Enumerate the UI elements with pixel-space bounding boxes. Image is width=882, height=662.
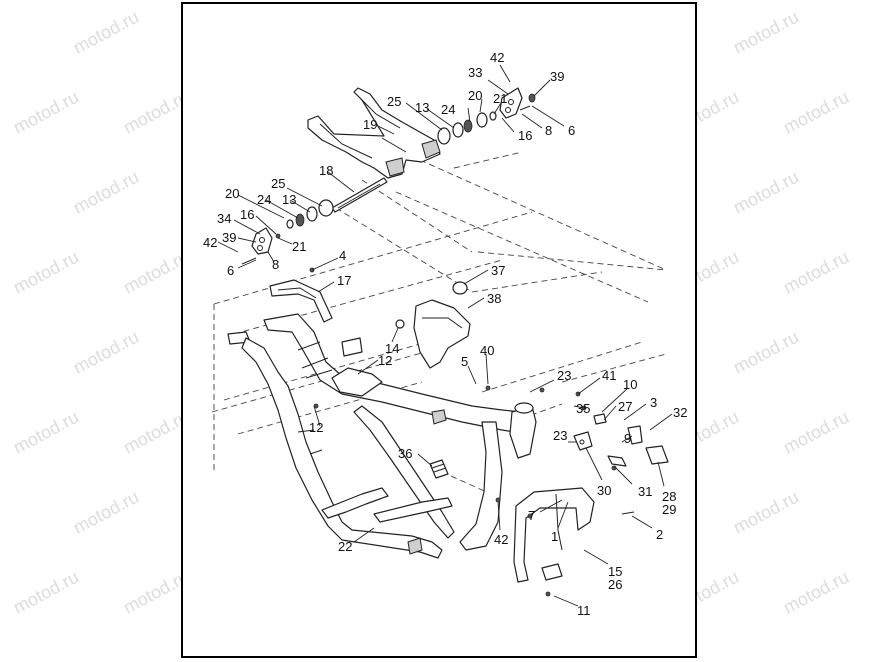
callout-42: 42	[490, 50, 505, 65]
callout-30: 30	[597, 483, 612, 498]
callout-12: 12	[309, 420, 324, 435]
callout-9: 9	[624, 431, 632, 446]
callout-34: 34	[217, 211, 232, 226]
callout-11: 11	[577, 603, 591, 618]
main-frame	[227, 313, 537, 559]
callout-35: 35	[576, 401, 591, 416]
callout-27: 27	[618, 399, 633, 414]
callout-28: 28	[662, 489, 677, 504]
engine-guard	[513, 465, 635, 583]
callout-6: 6	[227, 263, 235, 278]
callout-23: 23	[553, 428, 568, 443]
callout-29: 29	[662, 502, 677, 517]
watermark-text: motod.ru	[780, 566, 853, 618]
watermark-text: motod.ru	[10, 86, 83, 138]
watermark-text: motod.ru	[730, 486, 803, 538]
watermark-text: motod.ru	[780, 246, 853, 298]
callout-7: 7	[528, 508, 536, 523]
callout-42: 42	[203, 235, 218, 250]
callout-15: 15	[608, 564, 623, 579]
callout-3: 3	[650, 395, 658, 410]
pivot-shaft	[331, 177, 388, 213]
callout-39: 39	[550, 69, 565, 84]
right-pivot-bearing-stack	[437, 87, 536, 145]
callout-41: 41	[602, 368, 617, 383]
frame-exploded-view	[211, 64, 673, 607]
watermark-text: motod.ru	[10, 246, 83, 298]
watermark-text: motod.ru	[730, 166, 803, 218]
jiffy-stand-bracket	[573, 413, 669, 467]
callout-20: 20	[225, 186, 240, 201]
watermark-text: motod.ru	[780, 86, 853, 138]
callout-24: 24	[441, 102, 456, 117]
callout-16: 16	[518, 128, 533, 143]
swingarm	[307, 87, 441, 179]
callout-leader-lines	[217, 64, 673, 607]
callout-12: 12	[378, 353, 393, 368]
callout-37: 37	[491, 263, 506, 278]
callout-25: 25	[387, 94, 402, 109]
crossmember-brace	[269, 279, 333, 323]
callout-17: 17	[337, 273, 352, 288]
fasteners	[309, 267, 587, 597]
callout-36: 36	[398, 446, 413, 461]
callout-21: 21	[493, 91, 508, 106]
callout-33: 33	[468, 65, 483, 80]
callout-22: 22	[338, 539, 353, 554]
callout-13: 13	[282, 192, 297, 207]
callout-24: 24	[257, 192, 272, 207]
callout-19: 19	[363, 117, 378, 132]
callout-31: 31	[638, 484, 653, 499]
callout-26: 26	[608, 577, 623, 592]
callout-32: 32	[673, 405, 688, 420]
parts-diagram-sheet: 42 33 39 20 21 25 13 24 19 8 6 16 18 25 …	[181, 2, 697, 658]
watermark-text: motod.ru	[730, 6, 803, 58]
callout-42: 42	[494, 532, 509, 547]
frame-cover	[395, 281, 471, 369]
callout-14: 14	[385, 341, 400, 356]
callout-5: 5	[461, 354, 469, 369]
left-pivot-bearing-stack	[241, 199, 334, 265]
callout-10: 10	[623, 377, 638, 392]
callout-4: 4	[339, 248, 347, 263]
callout-2: 2	[656, 527, 664, 542]
callout-38: 38	[487, 291, 502, 306]
callout-23: 23	[557, 368, 572, 383]
assembly-guide-lines	[211, 151, 667, 499]
watermark-text: motod.ru	[70, 326, 143, 378]
watermark-text: motod.ru	[70, 166, 143, 218]
callout-18: 18	[319, 163, 334, 178]
watermark-text: motod.ru	[10, 566, 83, 618]
callout-13: 13	[415, 100, 430, 115]
callout-39: 39	[222, 230, 237, 245]
callout-8: 8	[545, 123, 553, 138]
callout-16: 16	[240, 207, 255, 222]
watermark-text: motod.ru	[70, 6, 143, 58]
watermark-text: motod.ru	[10, 406, 83, 458]
callout-8: 8	[272, 257, 280, 272]
callout-40: 40	[480, 343, 495, 358]
callout-20: 20	[468, 88, 483, 103]
callout-6: 6	[568, 123, 576, 138]
frame-pad	[429, 459, 449, 479]
watermark-text: motod.ru	[730, 326, 803, 378]
callout-21: 21	[292, 239, 307, 254]
watermark-text: motod.ru	[70, 486, 143, 538]
callout-25: 25	[271, 176, 286, 191]
callout-1: 1	[551, 529, 559, 544]
watermark-text: motod.ru	[780, 406, 853, 458]
